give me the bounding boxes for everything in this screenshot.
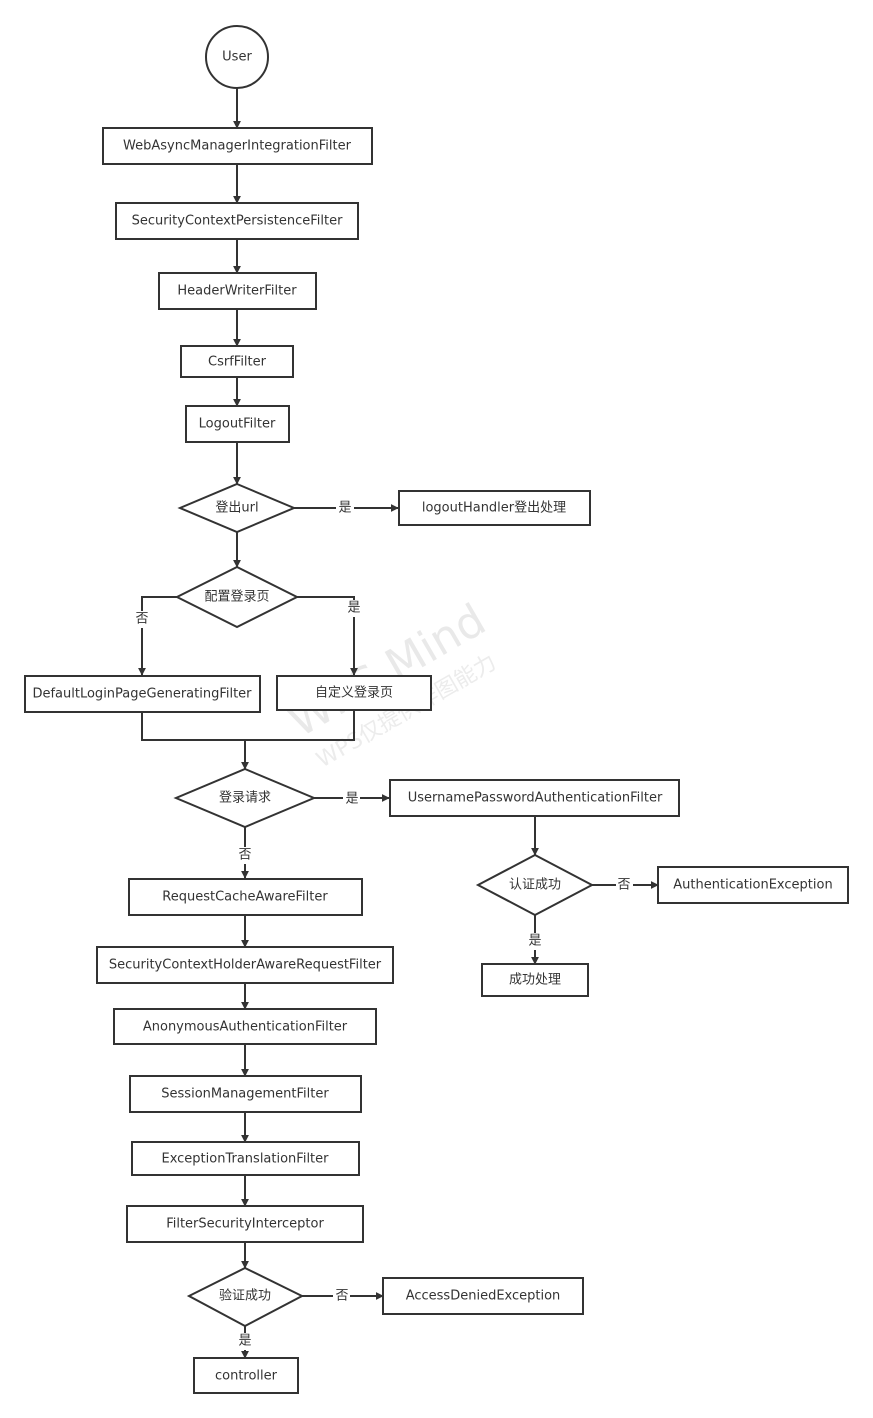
edge-label-config-yes: 是 <box>347 601 360 616</box>
logout-box <box>185 405 290 443</box>
edge-custom-merge <box>241 710 355 770</box>
verify-success-diamond <box>186 1266 305 1328</box>
edge-label-config-no: 否 <box>135 612 148 627</box>
header-writer-box <box>158 272 317 310</box>
node-user: User <box>205 25 269 89</box>
user-circle <box>205 25 269 89</box>
node-web-async: WebAsyncManagerIntegrationFilter <box>102 127 373 165</box>
filter-security-box <box>126 1205 364 1243</box>
node-request-cache-label: RequestCacheAwareFilter <box>162 890 328 905</box>
edge-label-verify-yes: 是 <box>238 1334 251 1349</box>
node-username-password-label: UsernamePasswordAuthenticationFilter <box>408 791 663 806</box>
node-sec-ctx-holder: SecurityContextHolderAwareRequestFilter <box>96 946 394 984</box>
node-default-login-page-label: DefaultLoginPageGeneratingFilter <box>32 687 252 702</box>
exception-translation-box <box>131 1141 360 1176</box>
node-config-login-page: 配置登录页 <box>174 565 300 629</box>
csrf-box <box>180 345 294 378</box>
node-auth-exception: AuthenticationException <box>657 866 849 904</box>
custom-login-page-box <box>276 675 432 711</box>
node-header-writer-label: HeaderWriterFilter <box>177 284 297 299</box>
node-access-denied: AccessDeniedException <box>382 1277 584 1315</box>
auth-exception-box <box>657 866 849 904</box>
nodes: User WebAsyncManagerIntegrationFilter Se… <box>24 25 849 1394</box>
request-cache-box <box>128 878 363 916</box>
node-default-login-page: DefaultLoginPageGeneratingFilter <box>24 675 261 713</box>
edge-labels: 是 否 是 是 否 否 是 否 是 <box>134 500 633 1350</box>
node-anonymous-label: AnonymousAuthenticationFilter <box>143 1020 348 1035</box>
logout-handler-box <box>398 490 591 526</box>
node-session-mgmt-label: SessionManagementFilter <box>161 1087 329 1102</box>
node-username-password: UsernamePasswordAuthenticationFilter <box>389 779 680 817</box>
node-login-request: 登录请求 <box>173 767 317 829</box>
default-login-page-box <box>24 675 261 713</box>
node-request-cache: RequestCacheAwareFilter <box>128 878 363 916</box>
node-exception-translation: ExceptionTranslationFilter <box>131 1141 360 1176</box>
node-auth-success-label: 认证成功 <box>509 878 561 893</box>
node-logout-handler: logoutHandler登出处理 <box>398 490 591 526</box>
node-success-handle-label: 成功处理 <box>509 973 561 988</box>
node-user-label: User <box>222 50 252 65</box>
node-filter-security-label: FilterSecurityInterceptor <box>166 1217 324 1232</box>
node-login-request-label: 登录请求 <box>219 791 271 806</box>
edge-label-auth-yes: 是 <box>528 934 541 949</box>
anonymous-box <box>113 1008 377 1045</box>
node-controller: controller <box>193 1357 299 1394</box>
login-request-diamond <box>173 767 317 829</box>
node-access-denied-label: AccessDeniedException <box>406 1289 561 1304</box>
edge-config-no <box>138 596 177 676</box>
node-verify-success: 验证成功 <box>186 1266 305 1328</box>
node-anonymous: AnonymousAuthenticationFilter <box>113 1008 377 1045</box>
controller-box <box>193 1357 299 1394</box>
node-logout-handler-label: logoutHandler登出处理 <box>422 501 566 516</box>
edge-default-merge <box>141 712 245 741</box>
node-csrf: CsrfFilter <box>180 345 294 378</box>
sec-ctx-persist-box <box>115 202 359 240</box>
sec-ctx-holder-box <box>96 946 394 984</box>
session-mgmt-box <box>129 1075 362 1113</box>
node-logout: LogoutFilter <box>185 405 290 443</box>
node-custom-login-page-label: 自定义登录页 <box>315 686 393 701</box>
node-sec-ctx-persist-label: SecurityContextPersistenceFilter <box>132 214 344 229</box>
node-web-async-label: WebAsyncManagerIntegrationFilter <box>123 139 352 154</box>
node-controller-label: controller <box>215 1369 278 1384</box>
node-logout-label: LogoutFilter <box>199 417 276 432</box>
node-header-writer: HeaderWriterFilter <box>158 272 317 310</box>
edge-label-verify-no: 否 <box>335 1289 348 1304</box>
auth-success-diamond <box>475 853 595 917</box>
node-exception-translation-label: ExceptionTranslationFilter <box>161 1152 329 1167</box>
node-auth-success: 认证成功 <box>475 853 595 917</box>
node-custom-login-page: 自定义登录页 <box>276 675 432 711</box>
node-verify-success-label: 验证成功 <box>219 1288 271 1304</box>
access-denied-box <box>382 1277 584 1315</box>
node-csrf-label: CsrfFilter <box>208 355 267 370</box>
edge-label-login-no: 否 <box>238 848 251 863</box>
logout-url-diamond <box>177 482 297 534</box>
edge-label-auth-no: 否 <box>617 878 630 893</box>
node-success-handle: 成功处理 <box>481 963 589 997</box>
node-filter-security: FilterSecurityInterceptor <box>126 1205 364 1243</box>
node-session-mgmt: SessionManagementFilter <box>129 1075 362 1113</box>
node-sec-ctx-persist: SecurityContextPersistenceFilter <box>115 202 359 240</box>
edge-label-logout-yes: 是 <box>338 501 351 516</box>
username-password-box <box>389 779 680 817</box>
edge-config-yes <box>297 596 358 676</box>
node-auth-exception-label: AuthenticationException <box>673 878 832 893</box>
node-sec-ctx-holder-label: SecurityContextHolderAwareRequestFilter <box>109 958 382 973</box>
node-logout-url-label: 登出url <box>215 501 258 516</box>
config-login-page-diamond <box>174 565 300 629</box>
web-async-box <box>102 127 373 165</box>
node-logout-url: 登出url <box>177 482 297 534</box>
success-handle-box <box>481 963 589 997</box>
node-config-login-page-label: 配置登录页 <box>204 590 269 605</box>
edge-label-login-yes: 是 <box>345 792 358 807</box>
